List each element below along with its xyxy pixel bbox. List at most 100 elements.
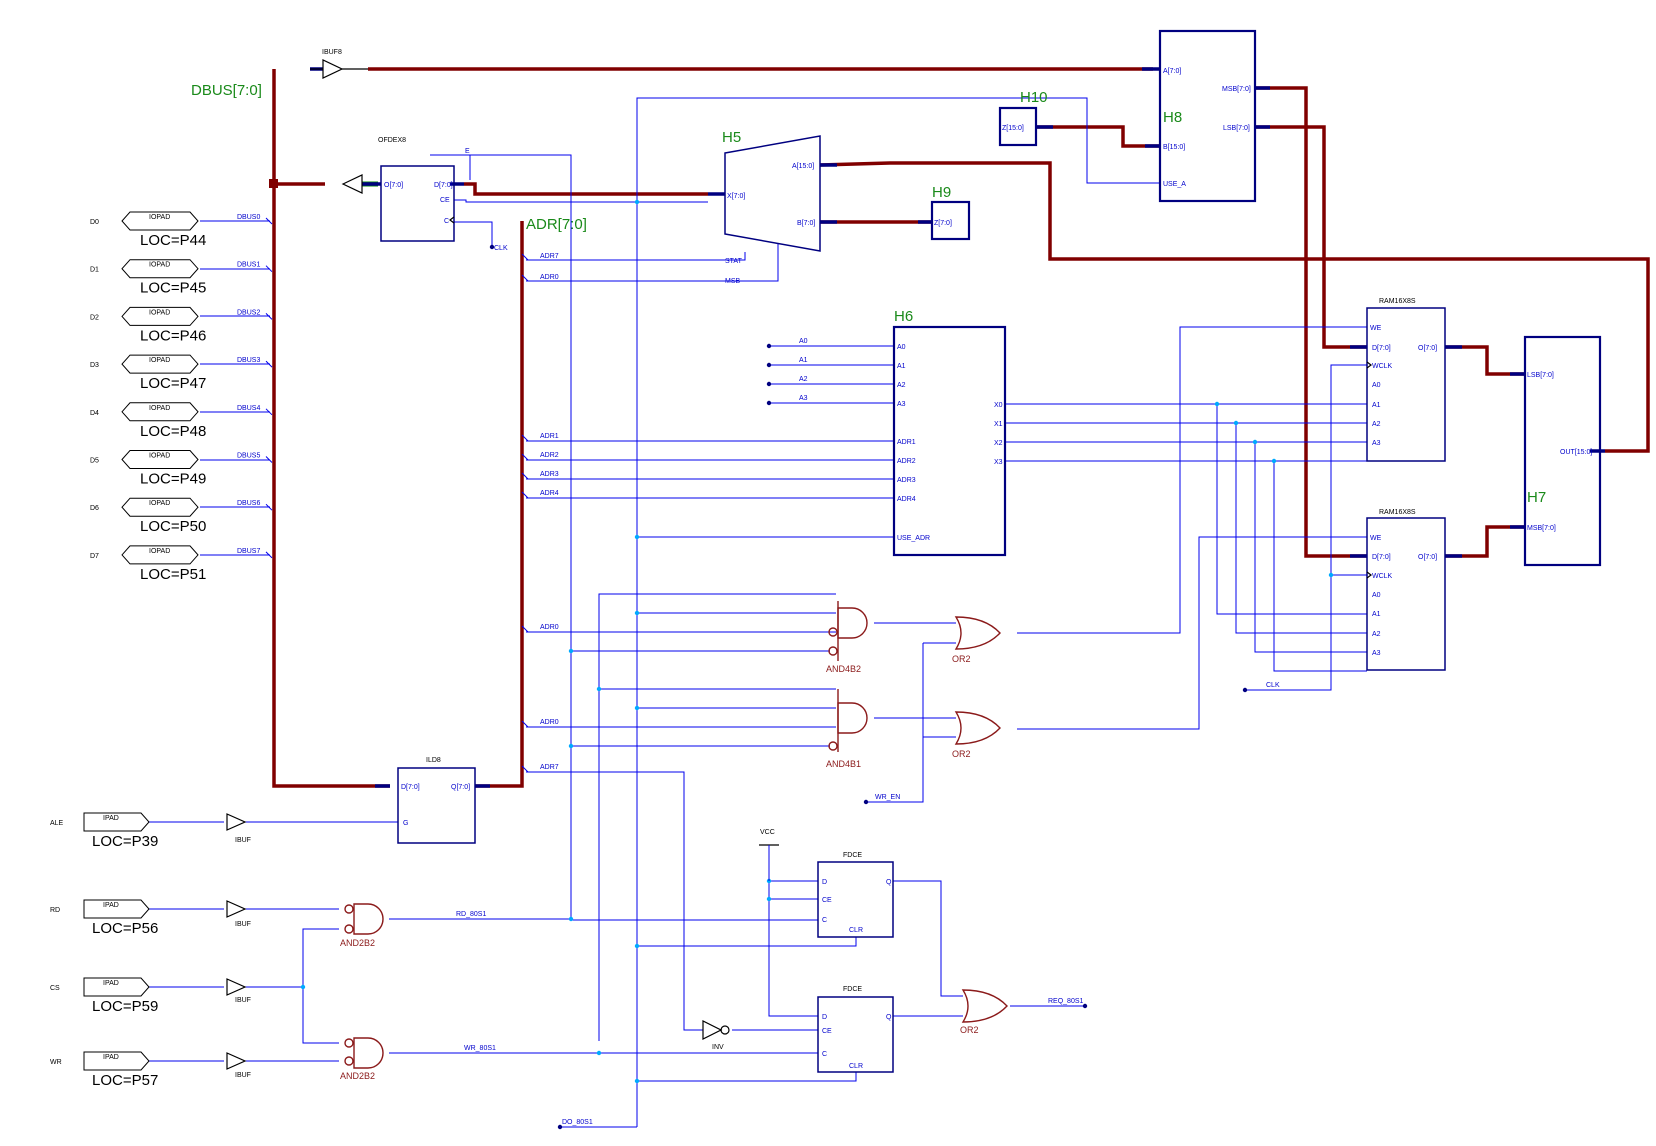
ibuf-rd[interactable]: IBUF bbox=[226, 900, 251, 928]
svg-text:ADR1: ADR1 bbox=[540, 433, 559, 440]
pad-loc: LOC=P39 bbox=[92, 833, 158, 850]
svg-text:USE_A: USE_A bbox=[1163, 181, 1186, 188]
pad-net: DBUS6 bbox=[237, 500, 260, 507]
fdce-top[interactable]: FDCE D CE C Q CLR bbox=[817, 852, 894, 938]
or2-gate-c[interactable]: OR2 bbox=[960, 989, 1008, 1035]
svg-text:CLR: CLR bbox=[849, 1063, 863, 1070]
svg-text:WR_80S1: WR_80S1 bbox=[464, 1045, 496, 1052]
ipad-shape bbox=[83, 899, 150, 919]
svg-text:B[7:0]: B[7:0] bbox=[797, 220, 815, 227]
fdce-bottom[interactable]: FDCE D CE C Q CLR bbox=[817, 986, 894, 1073]
pad-net: DBUS4 bbox=[237, 405, 260, 412]
and4b2-gate[interactable]: AND4B2 bbox=[826, 601, 868, 674]
svg-text:A0: A0 bbox=[1372, 382, 1381, 389]
svg-text:X1: X1 bbox=[994, 421, 1003, 428]
svg-text:ADR4: ADR4 bbox=[897, 496, 916, 503]
svg-text:A2: A2 bbox=[799, 376, 808, 383]
h7-block[interactable]: H7 LSB[7:0] MSB[7:0] OUT[15:0] bbox=[1523, 335, 1602, 567]
svg-text:A1: A1 bbox=[1372, 611, 1381, 618]
h6-block[interactable]: H6 A0 A1 A2 A3 ADR1 ADR2 ADR3 ADR4 USE_A… bbox=[892, 308, 1007, 557]
svg-text:LSB[7:0]: LSB[7:0] bbox=[1223, 125, 1250, 132]
pad-loc: LOC=P50 bbox=[140, 518, 206, 535]
and4b1-gate[interactable]: AND4B1 bbox=[826, 689, 868, 769]
or2-gate-b[interactable]: OR2 bbox=[952, 711, 1001, 759]
iopad-shape bbox=[121, 259, 199, 279]
svg-text:MSB: MSB bbox=[725, 278, 741, 285]
pad-type: IPAD bbox=[103, 902, 119, 909]
svg-text:WR_EN: WR_EN bbox=[875, 794, 900, 801]
ram16x8s-bottom[interactable]: RAM16X8S WE D[7:0] WCLK A0 A1 A2 A3 O[7:… bbox=[1366, 509, 1446, 671]
svg-text:Z[15:0]: Z[15:0] bbox=[1002, 125, 1024, 132]
svg-text:ADR7: ADR7 bbox=[540, 764, 559, 771]
svg-text:A3: A3 bbox=[799, 395, 808, 402]
svg-text:A[7:0]: A[7:0] bbox=[1163, 68, 1181, 75]
svg-text:A0: A0 bbox=[897, 344, 906, 351]
svg-text:O[7:0]: O[7:0] bbox=[384, 182, 403, 189]
ild8-label: ILD8 bbox=[426, 757, 441, 764]
vcc-label: VCC bbox=[760, 829, 775, 836]
iopad-shape bbox=[121, 402, 199, 422]
svg-text:ADR0: ADR0 bbox=[540, 719, 559, 726]
and2b2-gate-b[interactable]: AND2B2 bbox=[340, 1037, 384, 1081]
svg-text:A3: A3 bbox=[1372, 440, 1381, 447]
iopad-shape bbox=[121, 211, 199, 231]
svg-text:C: C bbox=[822, 1051, 827, 1058]
svg-text:ADR3: ADR3 bbox=[540, 471, 559, 478]
pad-type: IOPAD bbox=[149, 262, 170, 269]
vcc-symbol: VCC bbox=[759, 829, 779, 881]
svg-text:D: D bbox=[822, 1014, 827, 1021]
fdce-top-label: FDCE bbox=[843, 852, 862, 859]
ibuf-cs[interactable]: IBUF bbox=[226, 978, 251, 1004]
h10-block[interactable]: H10 Z[15:0] bbox=[998, 89, 1048, 147]
pad-name: D2 bbox=[90, 314, 99, 321]
h8-block[interactable]: H8 A[7:0] B[15:0] USE_A MSB[7:0] LSB[7:0… bbox=[1158, 29, 1257, 203]
h9-label: H9 bbox=[932, 184, 951, 201]
bus-taps bbox=[521, 253, 529, 773]
ram-bottom-label: RAM16X8S bbox=[1379, 509, 1416, 516]
h5-mux[interactable]: H5 X[7:0] A[15:0] B[7:0] STAT MSB bbox=[722, 129, 821, 285]
ofdex8-block[interactable]: OFDEX8 O[7:0] D[7:0] CE C E CLK bbox=[341, 137, 508, 252]
iopad-shape bbox=[121, 306, 199, 326]
inverter[interactable]: INV bbox=[702, 1020, 730, 1051]
svg-text:D[7:0]: D[7:0] bbox=[434, 182, 453, 189]
or2-c-label: OR2 bbox=[960, 1025, 979, 1035]
ild8-latch[interactable]: ILD8 D[7:0] Q[7:0] G bbox=[397, 757, 476, 844]
h9-block[interactable]: H9 Z[7:0] bbox=[930, 184, 971, 241]
pad-name: WR bbox=[50, 1059, 62, 1066]
bus-wires bbox=[269, 67, 1650, 788]
pad-loc: LOC=P44 bbox=[140, 232, 206, 249]
ram16x8s-top[interactable]: RAM16X8S WE D[7:0] WCLK A0 A1 A2 A3 O[7:… bbox=[1366, 298, 1446, 462]
ibuf-wr[interactable]: IBUF bbox=[226, 1052, 251, 1079]
svg-text:C: C bbox=[822, 917, 827, 924]
pad-net: DBUS0 bbox=[237, 214, 260, 221]
pad-name: CS bbox=[50, 985, 60, 992]
svg-text:C: C bbox=[444, 218, 449, 225]
ibuf-ale[interactable]: IBUF bbox=[226, 813, 251, 844]
svg-text:ADR7: ADR7 bbox=[540, 253, 559, 260]
svg-text:CE: CE bbox=[822, 1028, 832, 1035]
svg-text:USE_ADR: USE_ADR bbox=[897, 535, 930, 542]
or2-gate-a[interactable]: OR2 bbox=[952, 616, 1001, 664]
h10-label: H10 bbox=[1020, 89, 1048, 106]
and4b1-label: AND4B1 bbox=[826, 759, 861, 769]
net-labels: ADR7 ADR0 A0 A1 A2 A3 ADR1 ADR2 ADR3 ADR… bbox=[456, 253, 1280, 1126]
pad-loc: LOC=P56 bbox=[92, 920, 158, 937]
svg-text:E: E bbox=[465, 148, 470, 155]
and2b2-gate-a[interactable]: AND2B2 bbox=[340, 903, 384, 948]
junction-dots bbox=[300, 199, 1334, 1130]
ibuf8-buffer[interactable]: IBUF8 bbox=[310, 49, 368, 79]
control-pads: ALEIPADLOC=P39RDIPADLOC=P56CSIPADLOC=P59… bbox=[50, 812, 158, 1089]
